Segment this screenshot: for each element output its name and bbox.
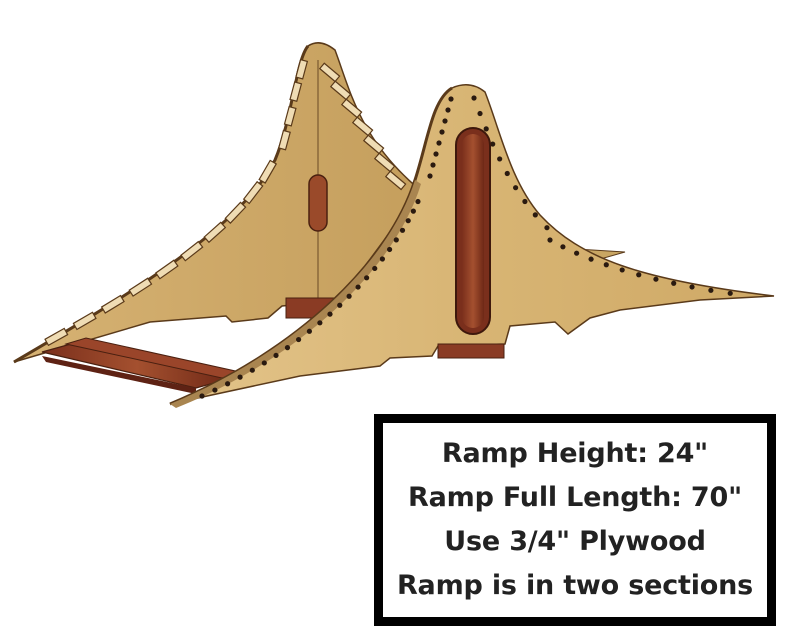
- peg-hole: [284, 345, 291, 351]
- back-slot: [224, 201, 247, 224]
- peg-hole: [346, 293, 352, 299]
- peg-hole: [306, 328, 313, 334]
- peg-hole: [532, 212, 538, 218]
- peg-hole: [497, 156, 503, 162]
- peg-hole: [727, 290, 733, 296]
- back-handle-slot: [308, 174, 328, 232]
- peg-hole: [430, 162, 436, 168]
- peg-hole: [522, 198, 528, 205]
- peg-hole: [671, 280, 677, 286]
- front-ramp-panel: [169, 84, 775, 408]
- front-panel-rail-edge: [169, 86, 453, 406]
- peg-hole: [445, 107, 451, 113]
- peg-hole: [410, 208, 416, 214]
- back-slot: [180, 240, 204, 262]
- ramp-length-text: Ramp Full Length: 70": [408, 482, 742, 513]
- peg-hole: [490, 141, 496, 147]
- peg-hole: [439, 129, 445, 135]
- peg-hole: [427, 173, 433, 179]
- ramp-height-text: Ramp Height: 24": [441, 438, 709, 469]
- back-slot: [72, 311, 97, 331]
- peg-hole: [504, 170, 510, 177]
- peg-hole: [544, 225, 550, 231]
- back-slot: [289, 81, 303, 102]
- back-panel-slots: [44, 58, 407, 347]
- peg-hole: [433, 151, 439, 157]
- stringer-3: [42, 356, 196, 394]
- back-slot: [318, 62, 341, 83]
- peg-hole: [636, 272, 642, 278]
- peg-hole: [588, 256, 594, 262]
- peg-hole: [199, 393, 205, 399]
- peg-hole: [225, 381, 231, 387]
- back-slot: [203, 221, 227, 244]
- back-slot: [44, 327, 69, 347]
- peg-hole: [379, 256, 386, 262]
- back-slot: [373, 152, 396, 173]
- front-floor-block: [437, 343, 505, 359]
- back-slot: [283, 105, 297, 127]
- back-slot: [242, 180, 264, 205]
- front-handle-inner: [462, 134, 484, 328]
- peg-hole: [273, 352, 279, 359]
- back-slot: [340, 98, 363, 119]
- back-slot: [329, 80, 352, 101]
- back-slot: [128, 277, 153, 297]
- floor-stringers: [41, 337, 242, 394]
- peg-hole: [364, 275, 370, 281]
- back-slot: [295, 58, 309, 80]
- peg-hole: [355, 284, 361, 290]
- peg-hole: [317, 320, 323, 326]
- front-panel-peg-holes: [199, 95, 733, 399]
- sections-text: Ramp is in two sections: [396, 570, 754, 601]
- peg-hole: [513, 185, 519, 191]
- back-slot: [351, 116, 374, 137]
- back-slot: [258, 159, 278, 184]
- peg-hole: [689, 284, 695, 290]
- peg-hole: [405, 218, 411, 224]
- peg-hole: [337, 302, 343, 308]
- peg-hole: [603, 262, 609, 268]
- material-text: Use 3/4" Plywood: [444, 526, 706, 557]
- ramp-specs-box: Ramp Height: 24" Ramp Full Length: 70" U…: [374, 414, 776, 626]
- peg-hole: [477, 110, 483, 117]
- peg-hole: [386, 246, 393, 253]
- peg-hole: [327, 311, 333, 317]
- peg-hole: [393, 237, 399, 243]
- peg-hole: [436, 140, 442, 146]
- back-slot: [278, 129, 291, 151]
- peg-hole: [448, 96, 454, 102]
- peg-hole: [547, 237, 553, 243]
- peg-hole: [249, 367, 255, 373]
- peg-hole: [708, 287, 714, 293]
- peg-hole: [399, 227, 406, 233]
- back-slot: [384, 170, 407, 191]
- peg-hole: [295, 336, 302, 343]
- back-slot: [362, 134, 385, 155]
- peg-hole: [471, 95, 477, 101]
- peg-hole: [653, 276, 659, 282]
- peg-hole: [237, 374, 243, 380]
- back-ramp-panel: [13, 42, 421, 364]
- peg-hole: [483, 126, 489, 132]
- peg-hole: [442, 118, 448, 124]
- back-slot: [155, 259, 179, 280]
- back-slot: [100, 294, 125, 314]
- peg-hole: [212, 387, 218, 393]
- peg-hole: [415, 198, 421, 205]
- peg-hole: [560, 244, 566, 250]
- peg-hole: [619, 267, 625, 273]
- peg-hole: [574, 250, 580, 256]
- peg-hole: [261, 360, 267, 366]
- peg-hole: [372, 265, 378, 272]
